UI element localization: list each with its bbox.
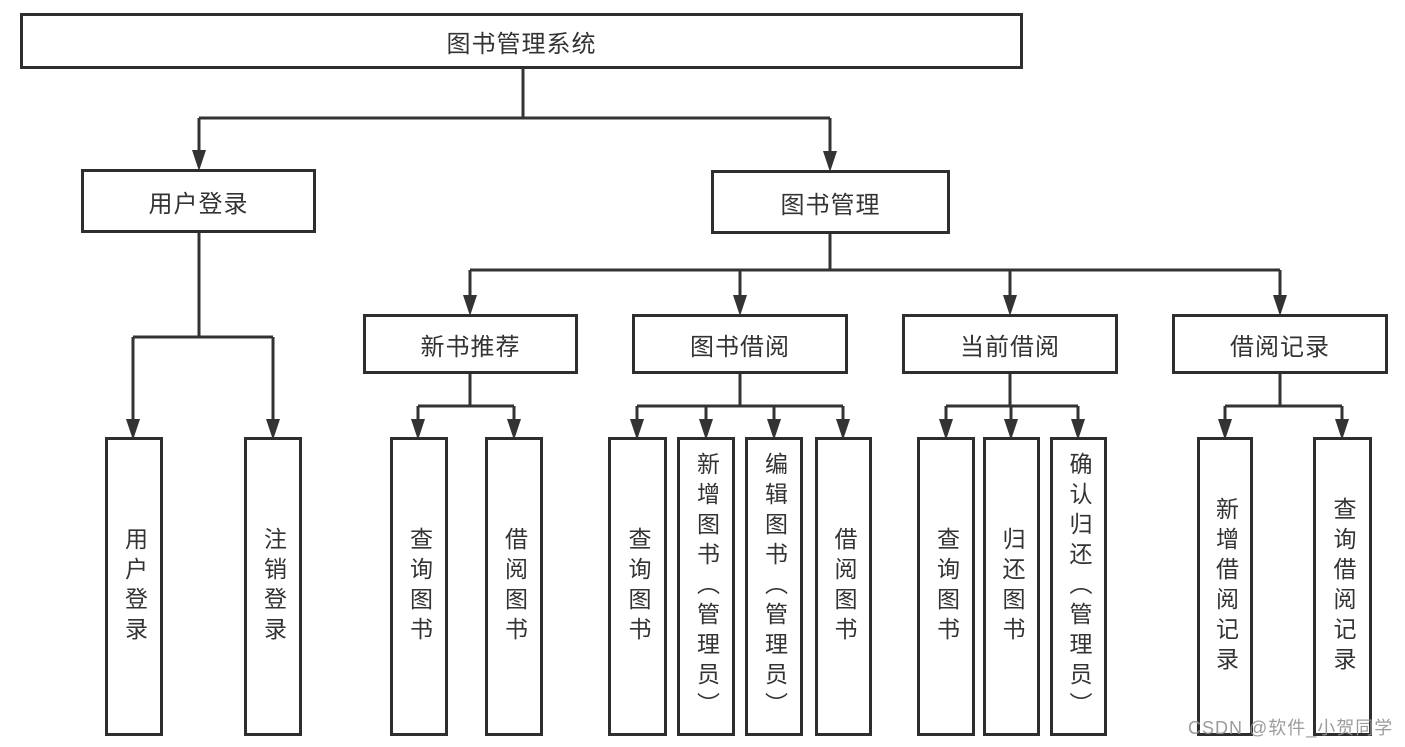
node-root: 图书管理系统	[20, 13, 1023, 69]
node-new-book-recommend: 新书推荐	[363, 314, 578, 374]
leaf-confirm-return-admin-label: 确认归还（管理员）	[1066, 451, 1092, 722]
leaf-user-login-label: 用户登录	[121, 526, 148, 647]
node-user-login-branch: 用户登录	[81, 169, 316, 233]
leaf-logout: 注销登录	[244, 437, 302, 736]
node-book-management-label: 图书管理	[780, 191, 881, 219]
leaf-confirm-return-admin: 确认归还（管理员）	[1050, 437, 1107, 736]
leaf-logout-label: 注销登录	[260, 526, 287, 647]
node-borrowing-records-label: 借阅记录	[1230, 333, 1330, 361]
leaf-add-book-admin-label: 新增图书（管理员）	[693, 451, 720, 722]
node-borrowing-records: 借阅记录	[1172, 314, 1388, 374]
leaf-query-books-recommend: 查询图书	[390, 437, 448, 736]
leaf-add-book-admin: 新增图书（管理员）	[677, 437, 735, 736]
leaf-borrow-books-borrowing-label: 借阅图书	[831, 526, 857, 647]
leaf-query-books-current-label: 查询图书	[933, 526, 960, 647]
csdn-watermark: CSDN @软件_小贺同学	[1188, 718, 1394, 738]
leaf-query-books-current: 查询图书	[917, 437, 975, 736]
node-user-login-branch-label: 用户登录	[148, 190, 249, 218]
node-new-book-recommend-label: 新书推荐	[420, 333, 521, 361]
leaf-edit-book-admin-label: 编辑图书（管理员）	[761, 451, 788, 722]
leaf-query-borrow-record-label: 查询借阅记录	[1330, 496, 1356, 677]
leaf-query-borrow-record: 查询借阅记录	[1313, 437, 1372, 736]
node-book-management: 图书管理	[711, 170, 950, 234]
leaf-return-book: 归还图书	[983, 437, 1040, 736]
leaf-borrow-books-recommend-label: 借阅图书	[501, 526, 528, 647]
leaf-query-books-borrowing-label: 查询图书	[625, 526, 651, 647]
node-book-borrowing-label: 图书借阅	[690, 333, 790, 361]
node-current-borrowing-label: 当前借阅	[960, 333, 1060, 361]
leaf-return-book-label: 归还图书	[999, 526, 1025, 647]
leaf-query-books-borrowing: 查询图书	[608, 437, 667, 736]
leaf-query-books-recommend-label: 查询图书	[406, 526, 433, 647]
leaf-add-borrow-record-label: 新增借阅记录	[1212, 496, 1239, 677]
leaf-borrow-books-borrowing: 借阅图书	[815, 437, 872, 736]
leaf-edit-book-admin: 编辑图书（管理员）	[745, 437, 803, 736]
node-root-label: 图书管理系统	[446, 30, 597, 58]
node-current-borrowing: 当前借阅	[902, 314, 1118, 374]
leaf-add-borrow-record: 新增借阅记录	[1197, 437, 1253, 736]
leaf-borrow-books-recommend: 借阅图书	[485, 437, 543, 736]
leaf-user-login: 用户登录	[105, 437, 163, 736]
node-book-borrowing: 图书借阅	[632, 314, 848, 374]
